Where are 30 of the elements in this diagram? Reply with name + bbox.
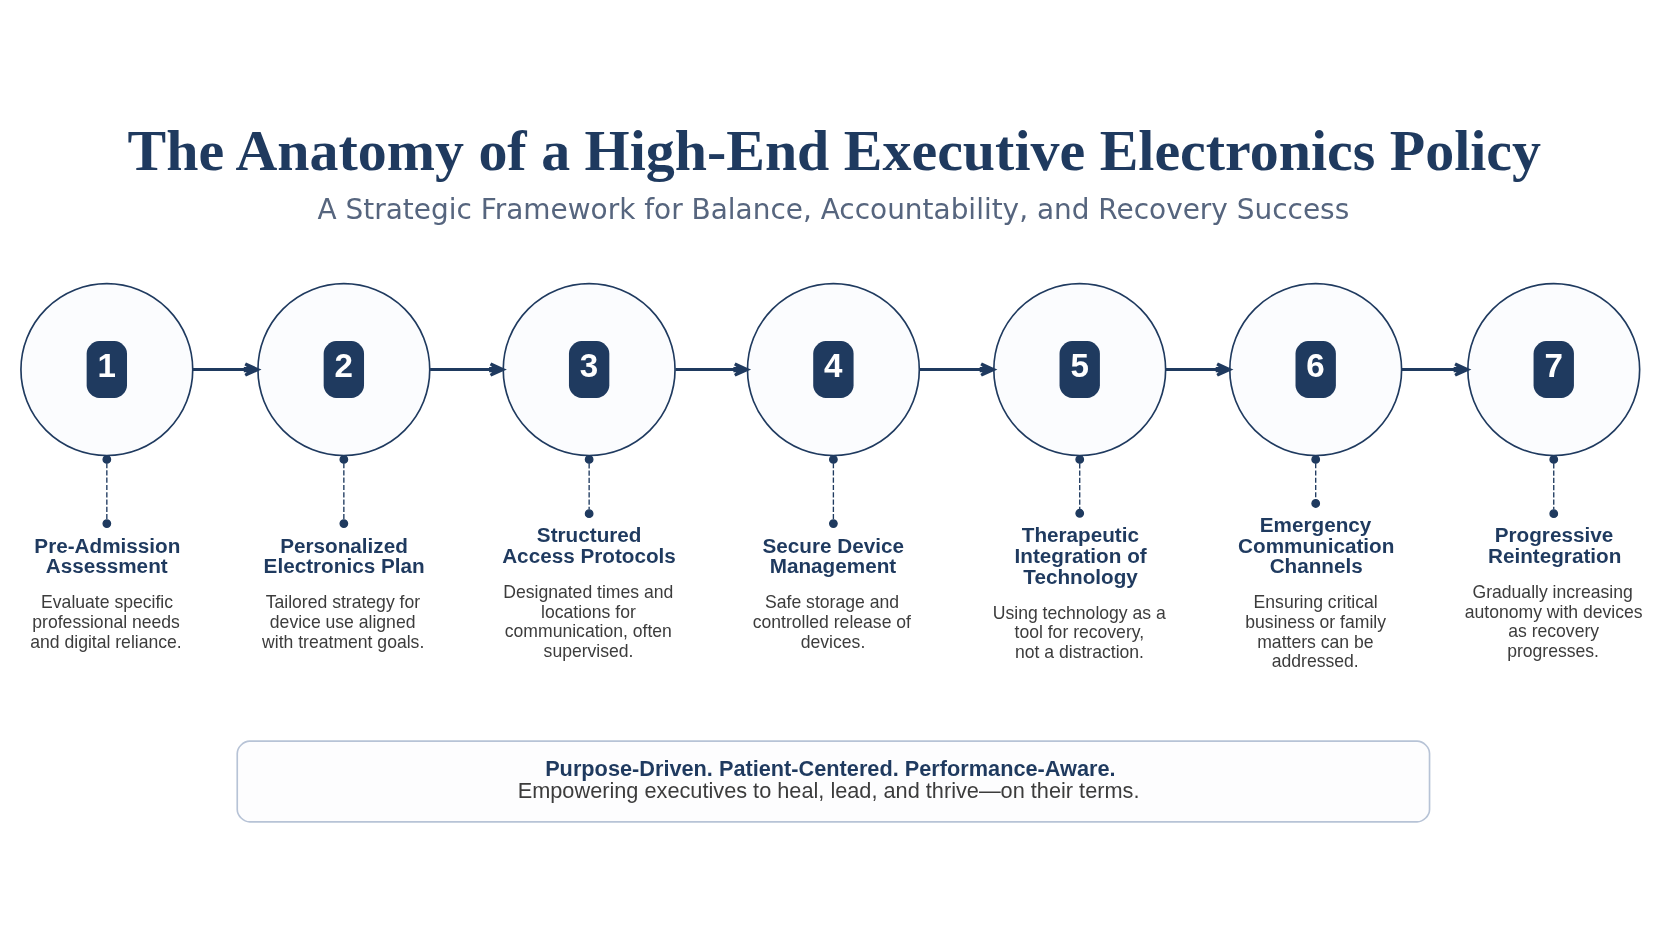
connector <box>101 454 111 528</box>
connector <box>1310 454 1320 508</box>
connector <box>1548 454 1558 518</box>
node-circle: 5 <box>992 282 1166 456</box>
connector <box>338 454 348 528</box>
node-box: Purpose-Driven. Patient-Centered. Performance-Aware. Empowering executives to heal, lead, and thrive—on their terms. <box>235 739 1430 823</box>
arrow <box>1165 361 1231 377</box>
connector <box>1074 454 1084 518</box>
arrow <box>192 361 259 377</box>
connector <box>584 454 594 518</box>
node-text: Progressive Reintegration Gradually increasing autonomy with devices as recovery progresses. <box>1464 522 1643 661</box>
node-text: Emergency Communication Channels Ensuring critical business or family matters can be addressed. <box>1237 512 1394 671</box>
connector <box>828 454 838 528</box>
node-circle: 2 <box>256 282 431 456</box>
label: A Strategic Framework for Balance, Accountability, and Recovery Success <box>317 192 1349 226</box>
arrow <box>429 361 505 377</box>
arrow <box>919 361 995 377</box>
arrow <box>675 361 749 377</box>
node-circle: 4 <box>746 282 920 456</box>
node-circle: 3 <box>501 282 676 456</box>
node-text: Pre-Admission Assessment Evaluate specific professional needs and digital reliance. <box>29 533 182 652</box>
diagram-title: The Anatomy of a High-End Executive Electronics Policy <box>127 117 1541 183</box>
node-circle: 7 <box>1466 282 1640 456</box>
node-text: Personalized Electronics Plan Tailored strategy for device use aligned with treatment goals. <box>261 533 425 652</box>
arrow <box>1401 361 1469 377</box>
node-circle: 1 <box>19 282 194 456</box>
node-text: Secure Device Management Safe storage and controlled release of devices. <box>752 533 911 652</box>
node-text: Structured Access Protocols Designated times and locations for communication, often supervised. <box>501 522 676 661</box>
node-circle: 6 <box>1228 282 1402 456</box>
node-text: Therapeutic Integration of Technology Using technology as a tool for recovery, not a distraction. <box>992 522 1166 662</box>
